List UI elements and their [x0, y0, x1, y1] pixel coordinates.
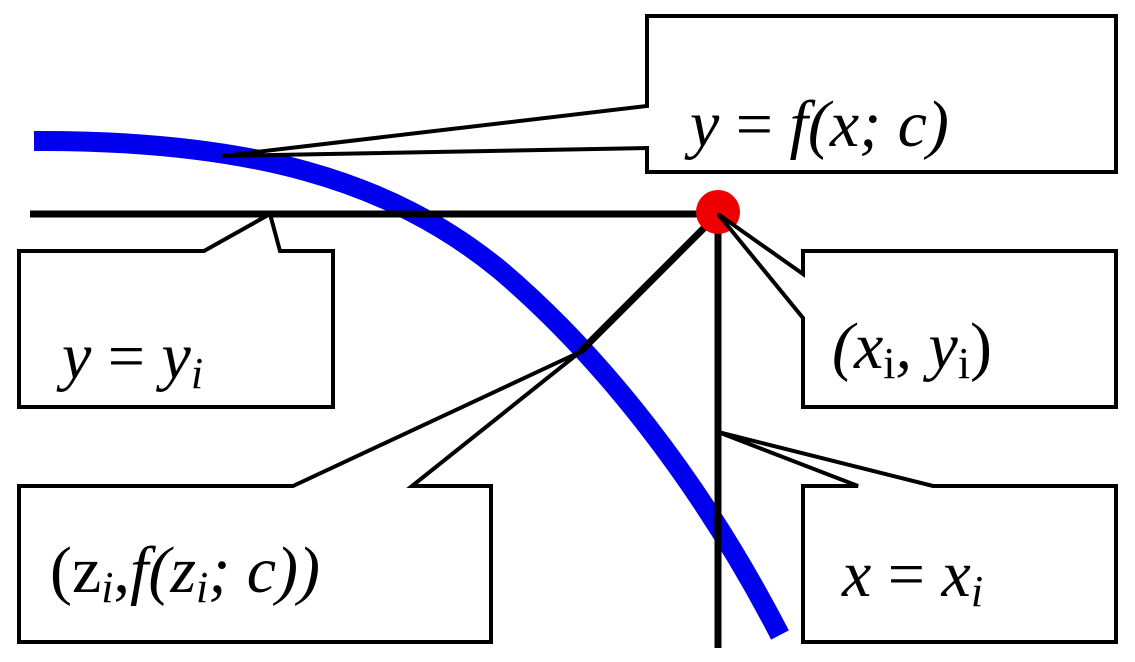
- label-horizontal-equation: y = yi: [56, 320, 203, 398]
- callout-foot-point: [17, 350, 582, 644]
- label-foot-point: (zi,f(zi; c)): [50, 534, 320, 612]
- orthogonal-distance-line: [577, 211, 721, 355]
- callout-data-point: [716, 212, 1118, 409]
- callout-vertical-equation: [717, 430, 1118, 644]
- label-data-point: (xi, yi): [832, 310, 992, 388]
- callout-curve-equation: [221, 14, 1118, 174]
- callout-horizontal-equation: [17, 211, 335, 409]
- label-curve-equation: y = f(x; c): [684, 88, 949, 161]
- label-vertical-equation: x = xi: [841, 538, 983, 616]
- fitted-curve: [33, 130, 789, 640]
